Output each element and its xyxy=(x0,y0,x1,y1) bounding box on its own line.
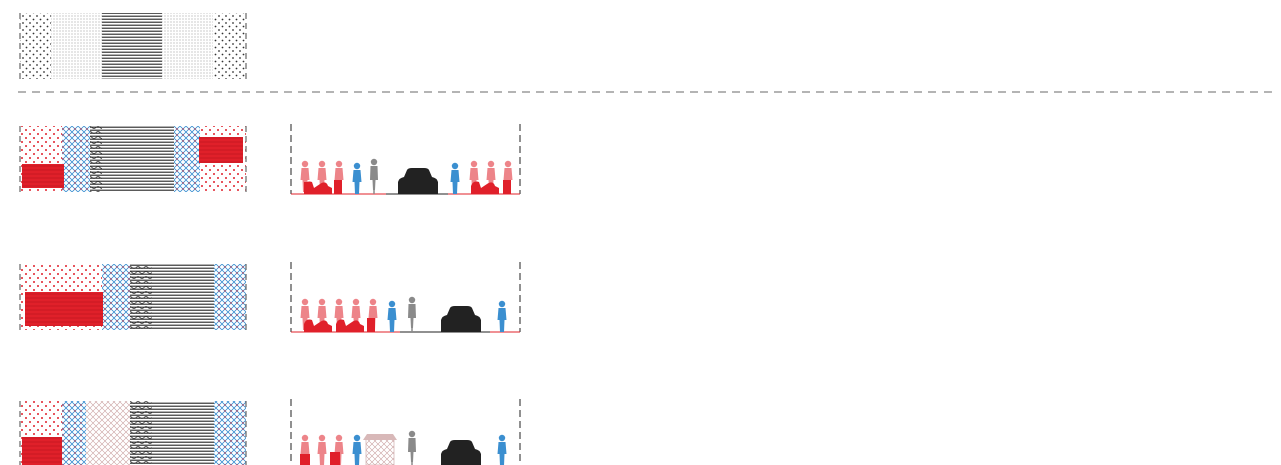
pedestrian-icon xyxy=(352,434,362,465)
pedestrian-icon xyxy=(387,300,397,332)
pedestrian-icon xyxy=(352,162,362,194)
red-block xyxy=(22,164,64,188)
cyclist-icon xyxy=(369,158,379,195)
cyclist-icon xyxy=(407,430,417,465)
red-block xyxy=(25,292,103,326)
proposal-2-plan xyxy=(19,264,247,330)
proposal-2-section xyxy=(290,262,521,333)
pedestrian-icon xyxy=(497,300,507,332)
car-icon xyxy=(441,440,481,465)
market-stall-icon xyxy=(363,434,397,465)
proposal-1-plan xyxy=(19,126,247,192)
red-block xyxy=(22,437,62,465)
proposal-3-section xyxy=(290,399,521,465)
proposal-1-section xyxy=(290,124,521,195)
pedestrian-icon xyxy=(450,162,460,194)
car-icon xyxy=(398,168,438,194)
car-icon xyxy=(441,306,481,332)
existing-plan xyxy=(19,13,247,79)
pedestrian-icon xyxy=(497,434,507,465)
proposal-3-plan xyxy=(19,401,247,465)
cyclist-icon xyxy=(407,296,417,333)
red-block xyxy=(199,137,243,163)
